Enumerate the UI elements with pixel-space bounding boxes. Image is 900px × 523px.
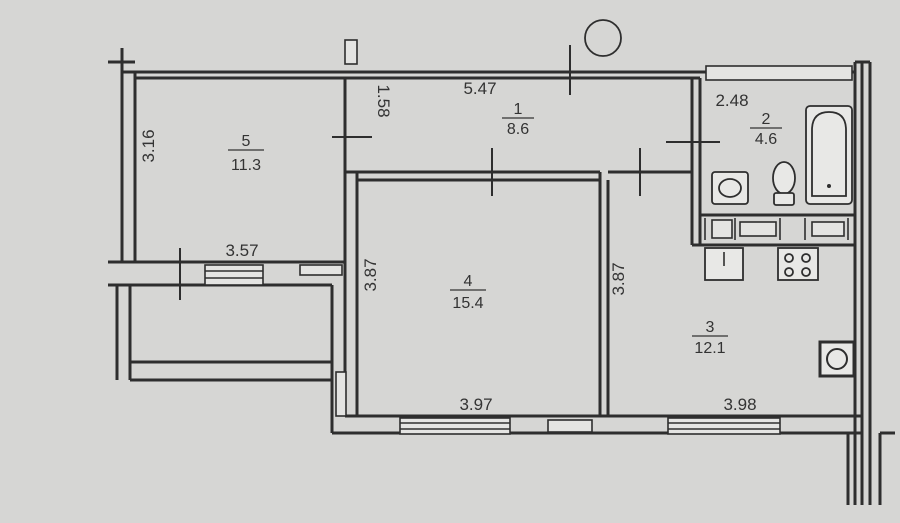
room-label-2: 2 4.6 [750,111,782,148]
window-room5 [204,264,264,286]
dimension-corridor-length: 5.47 [463,79,496,98]
room-number: 4 [464,273,473,290]
dimension-corridor-width: 1.58 [374,84,393,117]
window-room3 [667,417,781,435]
room-area: 8.6 [507,121,529,138]
room-label-4: 4 15.4 [450,273,486,312]
compass-circle [584,19,622,57]
dimension-room3-width: 3.98 [723,395,756,414]
boiler [818,340,856,378]
wall-stub-top [344,39,358,65]
room-area: 4.6 [755,131,777,148]
windows [204,39,781,435]
exterior-walls [108,48,895,505]
interior-walls [343,65,855,416]
stove [777,247,819,281]
room-number: 3 [706,319,715,336]
room-label-3: 3 12.1 [692,319,728,357]
sink-bathroom [711,171,749,205]
window-room4 [399,417,511,435]
room-number: 5 [242,133,251,150]
door-markers [179,45,720,300]
room-number: 1 [514,101,523,118]
dimension-room5-width: 3.57 [225,241,258,260]
kitchen-sink [704,247,744,281]
dimension-room4-width: 3.97 [459,395,492,414]
dimension-labels: 5.47 1.58 2.48 3.16 3.57 3.87 3.97 3.87 … [139,79,757,414]
room-label-1: 1 8.6 [502,101,534,138]
door-balcony [547,419,593,433]
room-number: 2 [762,111,771,128]
door-left [335,371,347,417]
door-room5-wall [299,264,343,276]
room-area: 11.3 [231,157,261,174]
room-label-5: 5 11.3 [228,133,264,174]
room-area: 12.1 [694,340,725,357]
dimension-bath-length: 2.48 [715,91,748,110]
dimension-room3-depth: 3.87 [609,262,628,295]
toilet [772,161,796,206]
room-area: 15.4 [452,295,483,312]
dimension-room4-depth: 3.87 [361,258,380,291]
bathtub [805,105,853,205]
dimension-room5-depth: 3.16 [139,129,158,162]
